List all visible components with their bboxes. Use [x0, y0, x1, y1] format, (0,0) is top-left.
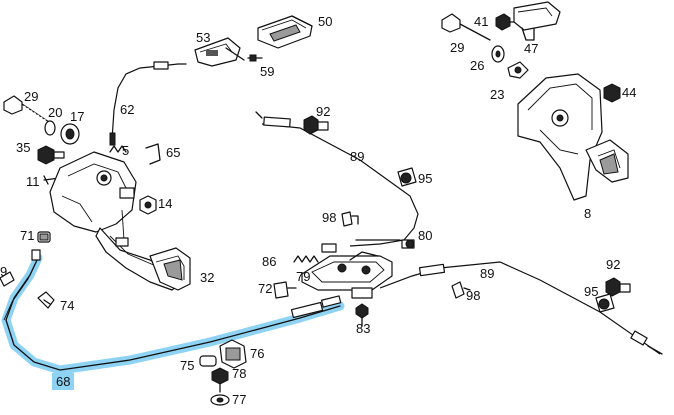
label-75: 75: [180, 358, 194, 373]
label-26: 26: [470, 58, 484, 73]
part-9-end[interactable]: [0, 271, 15, 287]
label-23: 23: [490, 87, 504, 102]
part-76-bracket[interactable]: [219, 339, 247, 369]
label-74: 74: [60, 298, 74, 313]
label-79: 79: [296, 269, 310, 284]
label-50: 50: [318, 14, 332, 29]
label-32: 32: [200, 270, 214, 285]
label-5: 5: [122, 143, 129, 158]
part-98-clip-lower[interactable]: [451, 281, 471, 299]
label-68-highlighted[interactable]: 68: [52, 373, 74, 390]
part-20-washer[interactable]: [44, 120, 56, 136]
part-78-nut[interactable]: [211, 367, 229, 393]
part-29-bolt-left[interactable]: [3, 95, 53, 125]
part-98-clip-upper[interactable]: [341, 211, 359, 227]
label-14: 14: [158, 196, 172, 211]
part-47-bracket[interactable]: [513, 1, 561, 41]
part-65-clip[interactable]: [145, 143, 161, 165]
part-80-linkage[interactable]: [355, 239, 415, 249]
label-8: 8: [584, 206, 591, 221]
label-89-upper: 89: [350, 149, 364, 164]
part-89-cable-lower[interactable]: [379, 261, 663, 355]
label-29-left: 29: [24, 89, 38, 104]
label-80: 80: [418, 228, 432, 243]
label-44: 44: [622, 85, 636, 100]
label-47: 47: [524, 41, 538, 56]
pedal-assembly[interactable]: [49, 151, 191, 291]
part-83-bolt[interactable]: [351, 287, 373, 327]
label-92-lower: 92: [606, 257, 620, 272]
label-98-upper: 98: [322, 210, 336, 225]
part-92-bolt-upper[interactable]: [303, 115, 329, 135]
part-5-spring[interactable]: [109, 145, 127, 153]
part-72-clip[interactable]: [273, 281, 297, 299]
part-14-nut[interactable]: [139, 195, 157, 215]
label-59: 59: [260, 64, 274, 79]
part-29-bolt-right[interactable]: [441, 13, 491, 41]
label-29-right: 29: [450, 40, 464, 55]
part-59-screw[interactable]: [247, 54, 263, 62]
part-53-bracket[interactable]: [194, 37, 245, 67]
part-95-grommet-upper[interactable]: [397, 167, 417, 187]
label-92-upper: 92: [316, 104, 330, 119]
label-71: 71: [20, 228, 34, 243]
part-77-washer[interactable]: [210, 394, 230, 406]
label-83: 83: [356, 321, 370, 336]
part-92-bolt-lower[interactable]: [605, 277, 631, 297]
part-79-mount-plate[interactable]: [301, 251, 393, 291]
part-23-clip[interactable]: [507, 61, 529, 79]
label-35: 35: [16, 140, 30, 155]
label-95-upper: 95: [418, 171, 432, 186]
label-68: 68: [56, 374, 70, 389]
label-9: 9: [0, 264, 7, 279]
part-75-bushing[interactable]: [199, 355, 217, 367]
part-68-highlighted-cable[interactable]: [1, 249, 345, 375]
label-17: 17: [70, 109, 84, 124]
label-62: 62: [120, 102, 134, 117]
part-17-bushing[interactable]: [60, 123, 80, 145]
label-20: 20: [48, 105, 62, 120]
label-11: 11: [26, 174, 40, 189]
part-44-nut[interactable]: [603, 83, 621, 103]
part-62-cable[interactable]: [109, 61, 187, 146]
part-74-clip[interactable]: [37, 291, 55, 309]
label-77: 77: [232, 392, 246, 407]
label-53: 53: [196, 30, 210, 45]
part-86-spring[interactable]: [293, 243, 337, 263]
label-65: 65: [166, 145, 180, 160]
part-50-switch[interactable]: [257, 15, 313, 49]
part-8-pedal-bracket[interactable]: [517, 73, 629, 201]
part-71-cap[interactable]: [37, 231, 51, 243]
label-78: 78: [232, 366, 246, 381]
part-89-cable-upper[interactable]: [255, 111, 419, 247]
part-95-grommet-lower[interactable]: [595, 293, 615, 313]
label-98-lower: 98: [466, 288, 480, 303]
label-72: 72: [258, 281, 272, 296]
label-95-lower: 95: [584, 284, 598, 299]
part-35-nut[interactable]: [37, 145, 65, 165]
part-labels: 53 50 59 62 29 20 17 35 5 65 11 14 71 9 …: [0, 14, 636, 407]
label-76: 76: [250, 346, 264, 361]
label-89-lower: 89: [480, 266, 494, 281]
label-41: 41: [474, 14, 488, 29]
label-86: 86: [262, 254, 276, 269]
part-26-washer[interactable]: [491, 45, 505, 63]
